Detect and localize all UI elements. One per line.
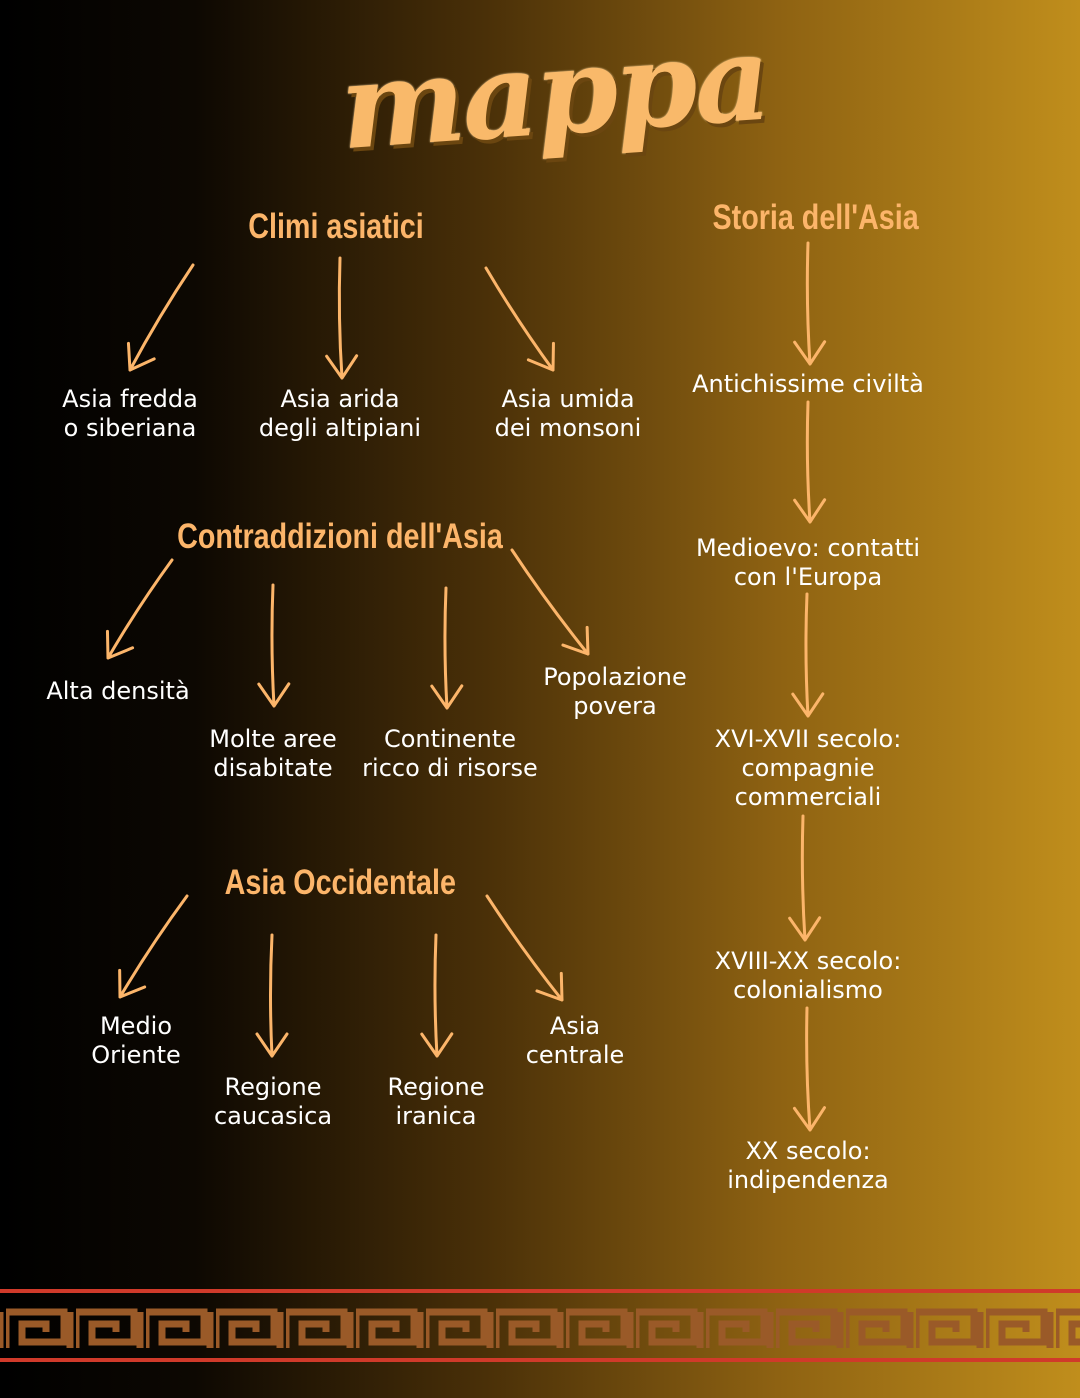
node-asia-umida: Asia umida dei monsoni	[494, 385, 642, 442]
arrow-connector-5	[430, 586, 464, 710]
node-antichissime-civilta: Antichissime civiltà	[692, 370, 924, 398]
heading-storia-asia: Storia dell'Asia	[712, 198, 919, 237]
node-continente-ricco: Continente ricco di risorse	[362, 725, 538, 782]
arrow-connector-8	[255, 933, 289, 1058]
node-xx-secolo: XX secolo: indipendenza	[727, 1137, 889, 1194]
arrow-connector-6	[510, 548, 590, 656]
node-popolazione-povera: Popolazione povera	[543, 663, 687, 720]
node-medio-oriente: Medio Oriente	[91, 1012, 181, 1069]
node-xvi-xvii-secolo: XVI-XVII secolo: compagnie commerciali	[714, 725, 902, 811]
arrow-connector-9	[420, 933, 454, 1058]
node-asia-centrale: Asia centrale	[525, 1012, 625, 1069]
node-asia-fredda: Asia fredda o siberiana	[62, 385, 198, 442]
arrow-connector-3	[105, 558, 174, 660]
node-regione-caucasica: Regione caucasica	[213, 1073, 333, 1130]
node-asia-arida: Asia arida degli altipiani	[258, 385, 422, 442]
node-medioevo: Medioevo: contatti con l'Europa	[695, 534, 921, 591]
heading-asia-occidentale: Asia Occidentale	[224, 863, 456, 902]
arrow-connector-13	[791, 592, 825, 718]
node-alta-densita: Alta densità	[46, 677, 190, 705]
arrow-connector-15	[792, 1006, 826, 1132]
arrow-connector-12	[793, 400, 827, 524]
heading-climi-asiatici: Climi asiatici	[248, 207, 424, 246]
arrow-connector-4	[257, 583, 291, 708]
arrow-connector-14	[788, 814, 822, 942]
node-molte-aree: Molte aree disabitate	[209, 725, 337, 782]
arrow-connector-7	[118, 894, 189, 999]
heading-contraddizioni: Contraddizioni dell'Asia	[177, 517, 503, 556]
arrow-connector-11	[793, 241, 827, 366]
greek-key-icon	[0, 1289, 1080, 1362]
arrow-connector-1	[325, 256, 359, 380]
node-xviii-xx-secolo: XVIII-XX secolo: colonialismo	[714, 947, 902, 1004]
arrow-connector-10	[485, 894, 564, 1002]
arrow-connector-0	[126, 263, 195, 372]
arrow-connector-2	[484, 266, 555, 372]
node-regione-iranica: Regione iranica	[387, 1073, 485, 1130]
